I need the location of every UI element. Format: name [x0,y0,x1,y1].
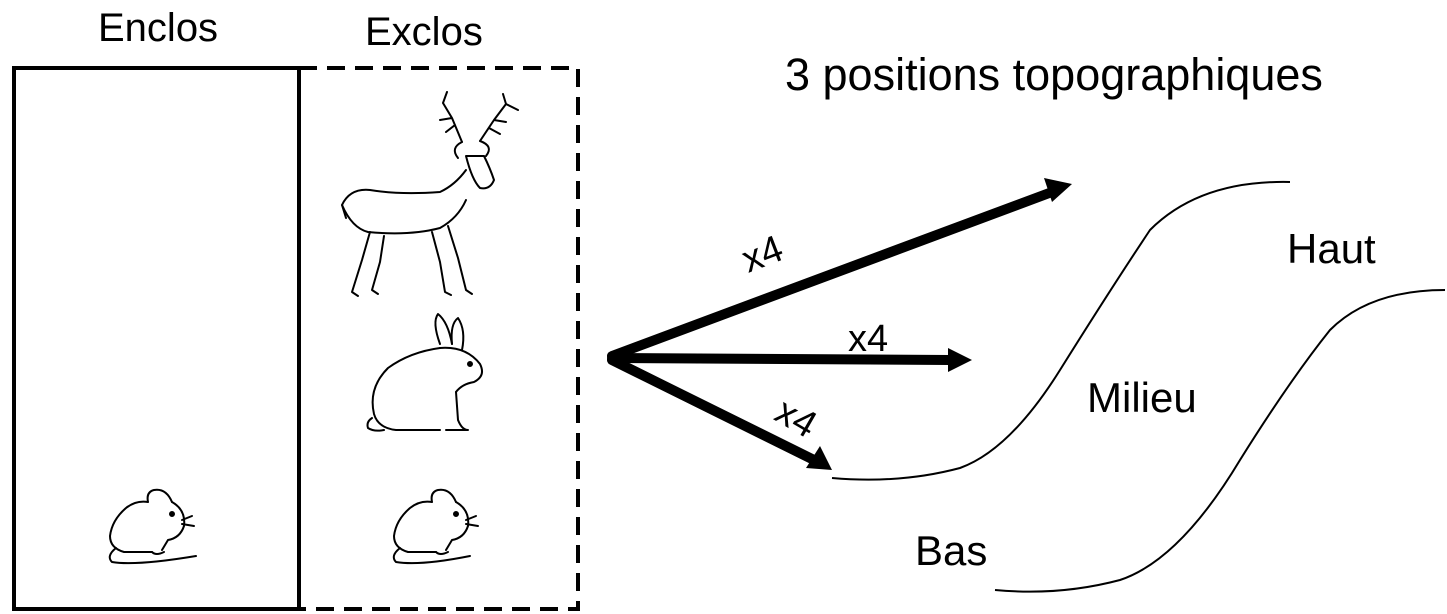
milieu-label: Milieu [1087,374,1197,421]
slope-curve-lower [994,289,1446,593]
mouse-icon [392,488,479,565]
arrow-bottom-head [806,446,832,470]
slope-curve-upper [831,180,1291,481]
enclos-label: Enclos [98,6,219,50]
arrows [607,178,1072,470]
exclos-box [299,66,580,611]
enclos-box [12,66,301,611]
mouse-icon [108,488,197,565]
bas-label: Bas [915,527,988,574]
haut-label: Haut [1287,225,1376,272]
arrow-bottom [607,355,819,465]
arrow-middle-head [948,348,972,372]
exclos-label: Exclos [365,10,483,54]
arrow-middle-multiplier: x4 [848,318,889,360]
diagram-title: 3 positions topographiques [785,49,1323,100]
arrow-top [607,187,1057,361]
rabbit-icon [366,313,483,432]
deer-icon [341,91,519,297]
arrow-top-head [1044,178,1072,202]
arrow-middle [607,353,955,365]
